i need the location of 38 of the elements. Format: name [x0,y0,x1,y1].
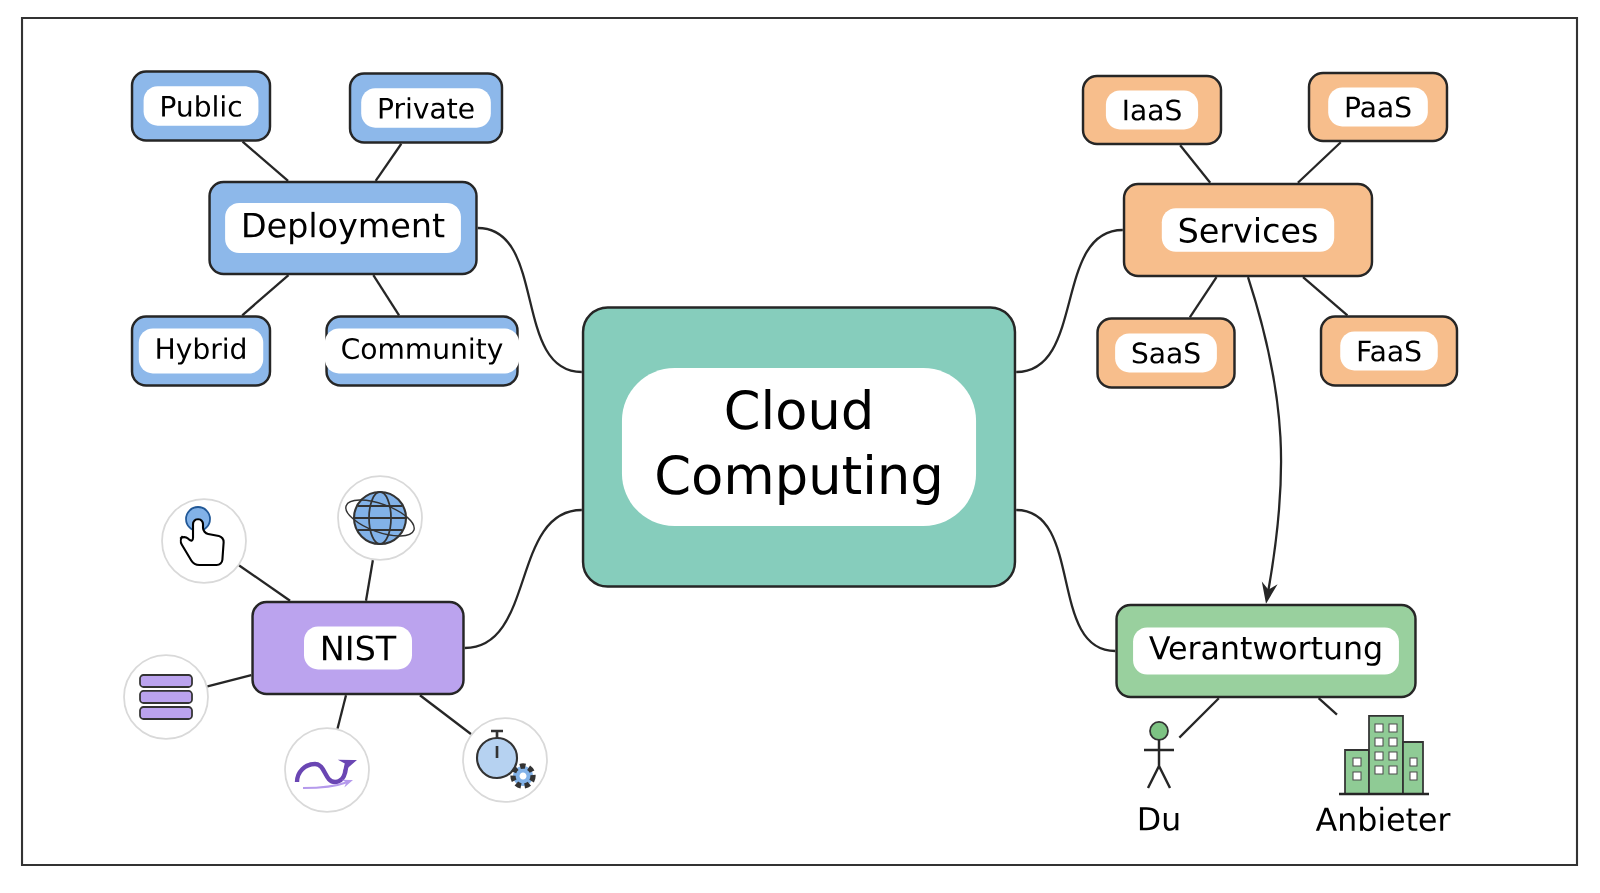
category-box: SaaS [1096,317,1236,389]
hand-icon [161,498,247,584]
connector [1178,697,1220,739]
category-box: Community [324,315,520,387]
stopwatch-icon [462,717,548,803]
category-box: Hybrid [130,315,272,387]
connector [241,274,290,317]
category-box: Private [348,72,504,144]
category-box: PaaS [1307,71,1449,143]
connector [207,674,252,688]
connector [1179,144,1212,184]
connector [477,226,583,374]
connector [419,694,472,735]
connector [1016,228,1123,374]
connector [238,564,291,602]
connector [1302,276,1349,317]
connector [1188,276,1218,318]
category-box: Verantwortung [1115,603,1417,699]
category-box: IaaS [1081,74,1223,146]
category-box: NIST [251,600,465,696]
connector [1317,697,1338,716]
connector [364,560,374,601]
server-icon [123,654,209,740]
topic-box: Cloud Computing [581,306,1017,588]
globe-icon [337,475,423,561]
category-box: Deployment [208,180,478,276]
category-box: Services [1122,182,1374,278]
connector [336,694,348,729]
connector [464,508,582,650]
connector [1297,141,1342,184]
figure-label: Du [1131,801,1187,836]
connector [374,143,403,182]
connector [241,140,289,182]
category-box: Public [130,70,272,142]
figure-label: Anbieter [1310,801,1456,837]
category-box: FaaS [1319,315,1459,387]
connector [372,274,401,316]
connector [1015,508,1116,653]
